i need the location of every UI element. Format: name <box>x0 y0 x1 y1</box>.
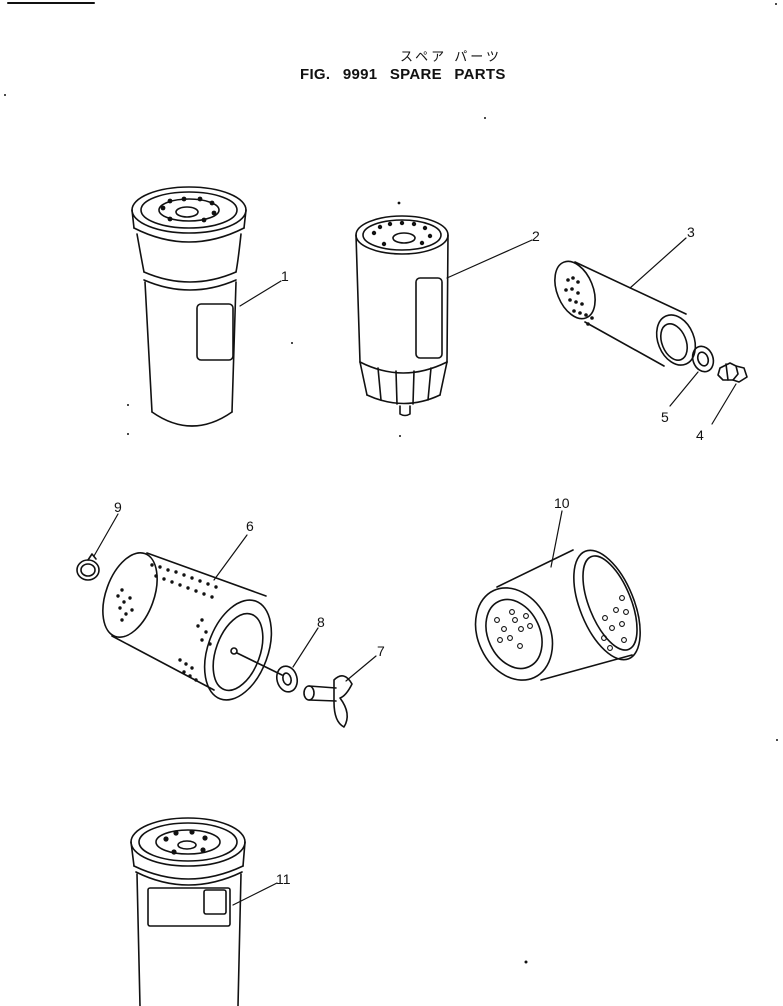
callout-1: 1 <box>281 268 289 284</box>
callout-9: 9 <box>114 499 122 515</box>
figure-title: FIG. 9991 SPARE PARTS <box>300 66 506 83</box>
part-2-filter <box>355 215 449 417</box>
callout-10: 10 <box>554 495 570 511</box>
part-5-washer <box>691 345 715 373</box>
part-7-wing-bolt <box>303 675 353 728</box>
callout-4: 4 <box>696 427 704 443</box>
part-8-washer <box>275 665 299 693</box>
part-9-clip <box>76 553 100 581</box>
part-1-filter <box>131 186 247 427</box>
figure-title-japanese: スペア パーツ <box>400 50 502 65</box>
part-3-element <box>554 260 697 367</box>
leader-line-9 <box>93 513 119 557</box>
callout-11: 11 <box>276 871 291 887</box>
leader-line-2 <box>446 239 533 279</box>
leader-line-11 <box>232 882 278 906</box>
leader-line-5 <box>669 371 699 407</box>
part-10-element <box>474 549 641 681</box>
leader-line-8 <box>292 627 319 668</box>
scan-specks <box>4 3 778 964</box>
part-4-plug <box>717 362 748 383</box>
callout-8: 8 <box>317 614 325 630</box>
part-6-element <box>102 552 283 701</box>
leader-line-7 <box>345 655 377 682</box>
callout-2: 2 <box>532 228 540 244</box>
callout-3: 3 <box>687 224 695 240</box>
leader-line-1 <box>239 280 282 307</box>
leader-line-10 <box>550 510 563 568</box>
part-11-filter <box>130 817 246 1006</box>
callout-7: 7 <box>377 643 385 659</box>
callout-labels: 1 2 3 4 5 6 7 8 9 10 11 <box>114 224 704 887</box>
callout-6: 6 <box>246 518 254 534</box>
callout-5: 5 <box>661 409 669 425</box>
leader-line-6 <box>213 534 248 581</box>
leader-line-4 <box>711 383 737 425</box>
leader-line-3 <box>629 237 687 289</box>
